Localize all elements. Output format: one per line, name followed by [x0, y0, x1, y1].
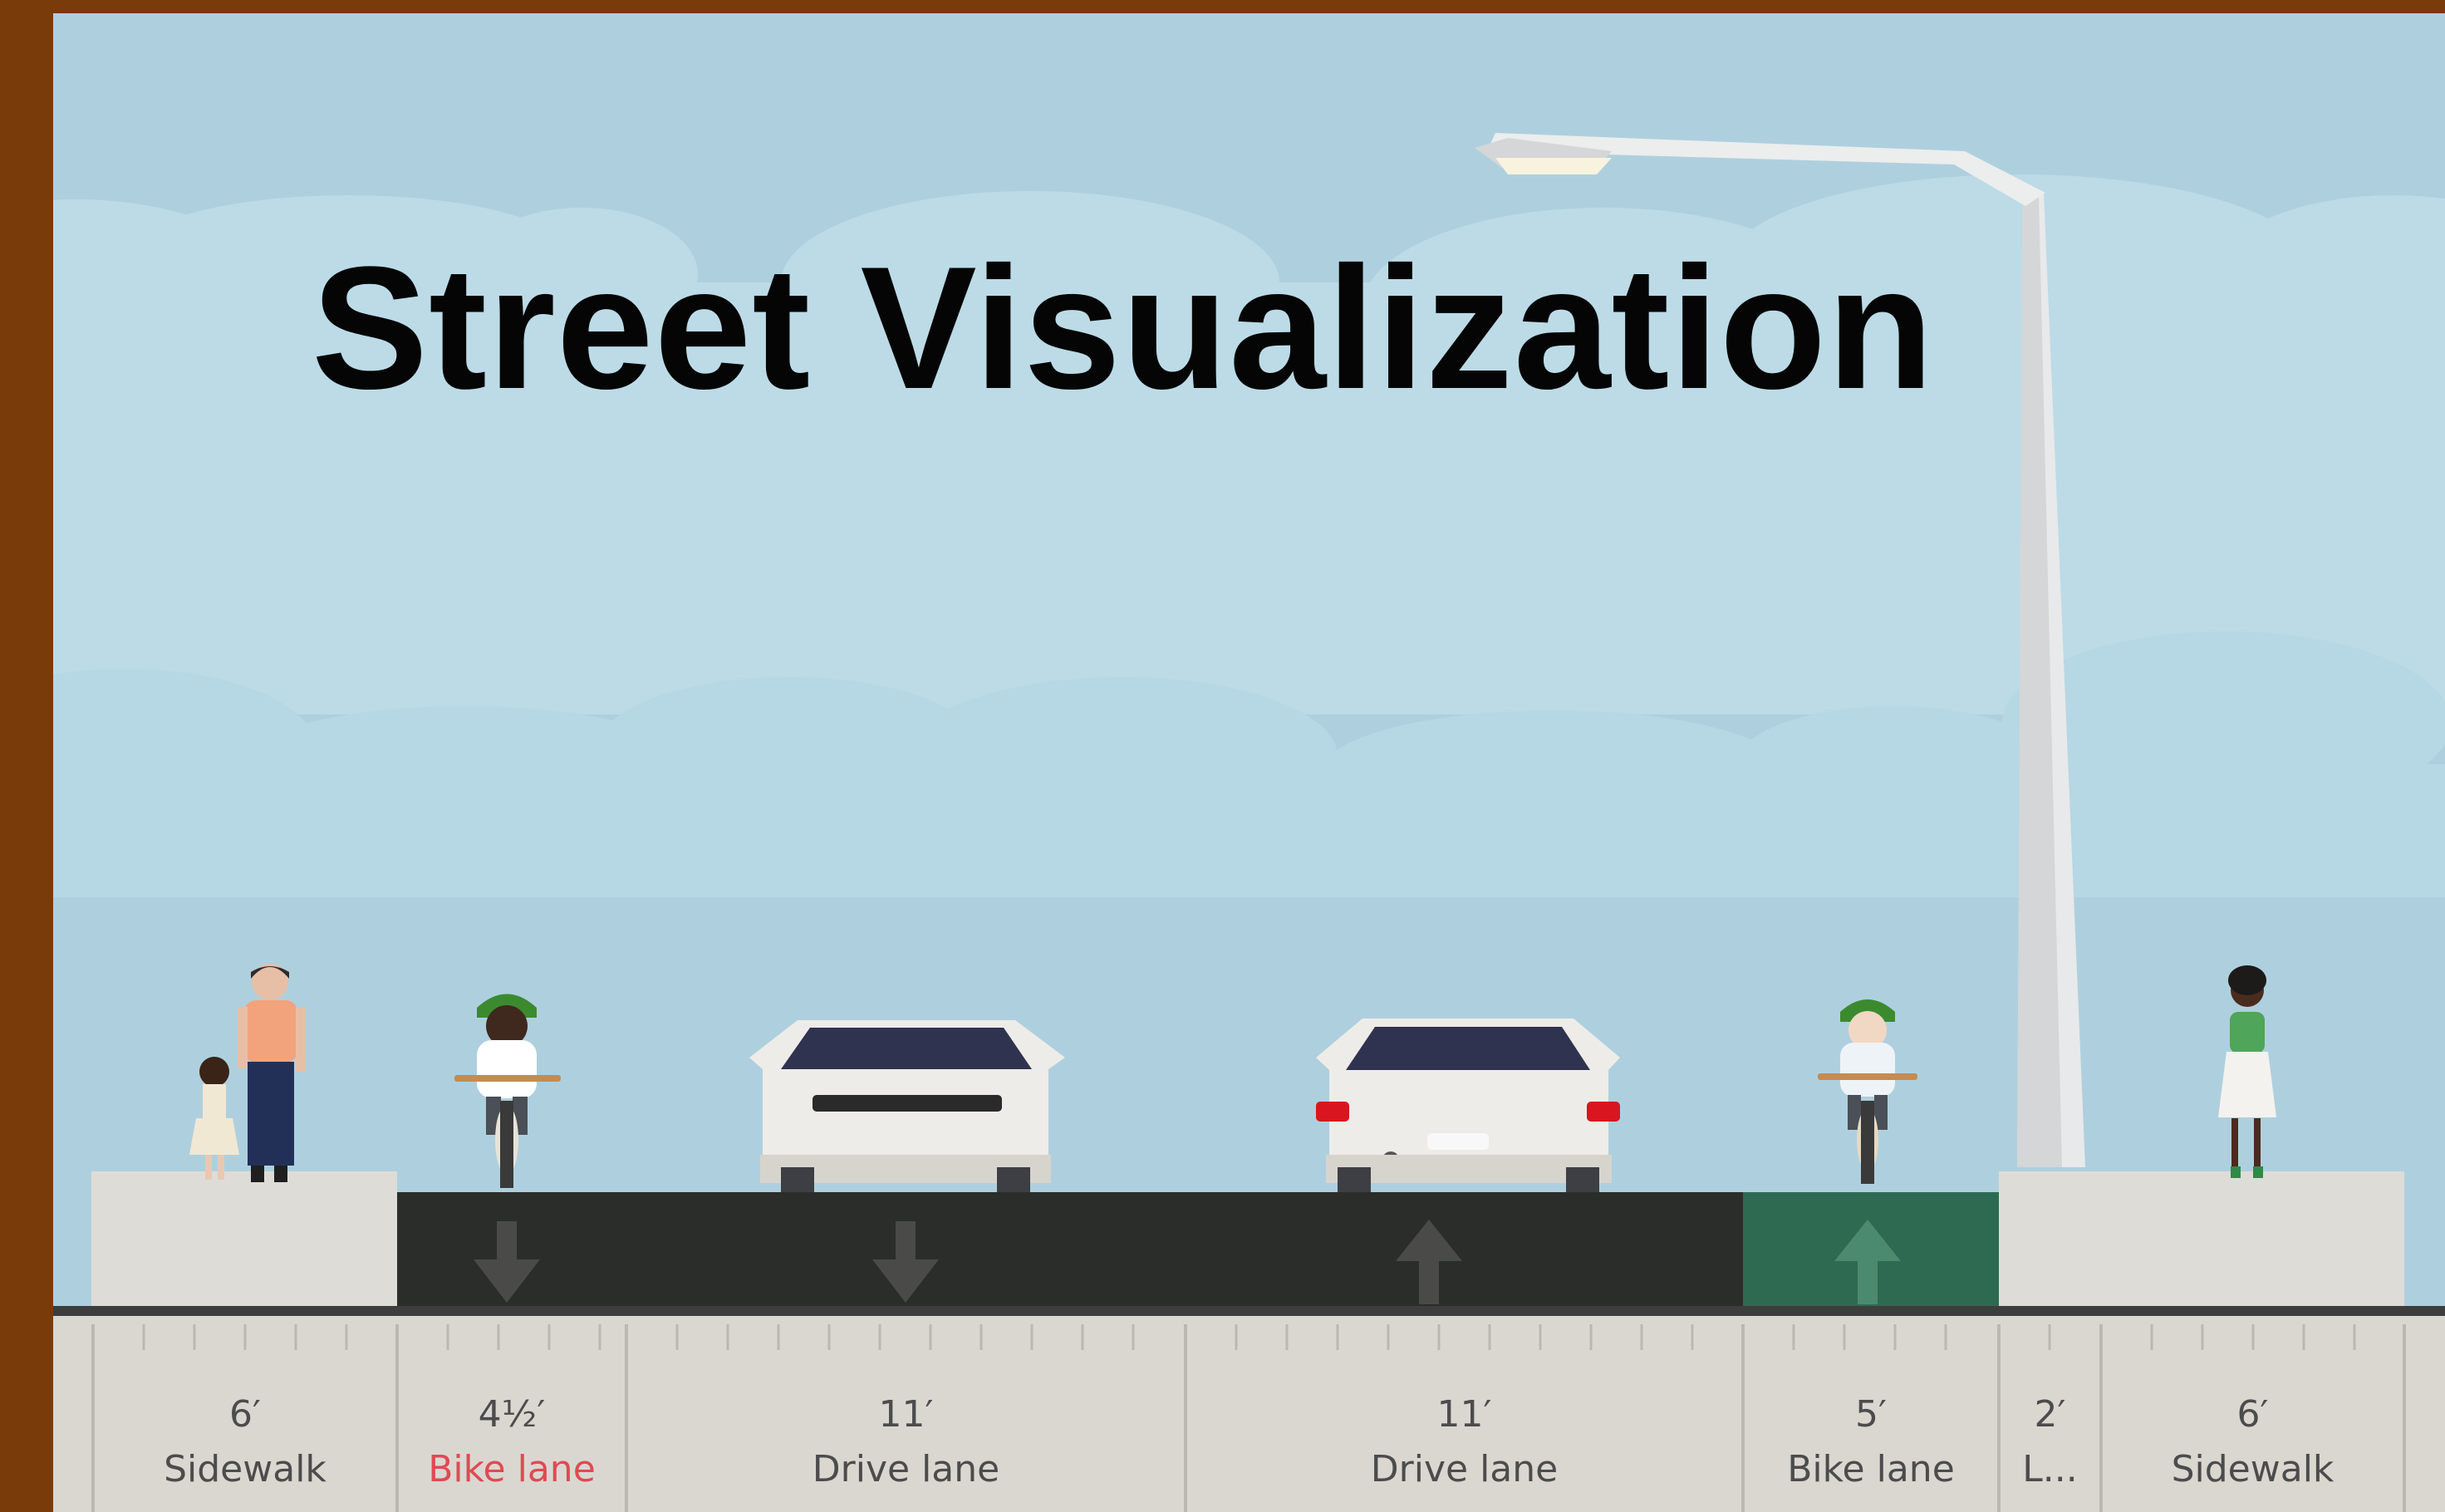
segment-name-label: Bike lane: [1787, 1448, 1955, 1490]
segment-lamp-strip[interactable]: 2′ L...: [1999, 1356, 2101, 1512]
segment-width-label: 11′: [1436, 1393, 1492, 1436]
arrow-up-icon: [1834, 1220, 1901, 1304]
segment-bike-lane-right[interactable]: 5′ Bike lane: [1743, 1356, 1999, 1512]
cyclist-icon: [454, 994, 561, 1188]
pedestrian-adult-icon: [2218, 965, 2276, 1178]
segment-name-label: Drive lane: [812, 1448, 1000, 1490]
cyclist-icon: [1818, 999, 1917, 1184]
segment-width-label: 2′: [2034, 1393, 2066, 1436]
segment-drive-lane-left[interactable]: 11′ Drive lane: [626, 1356, 1186, 1512]
segment-name-label: Drive lane: [1370, 1448, 1559, 1490]
segment-name-label: Sidewalk: [164, 1448, 326, 1490]
segment-width-label: 11′: [878, 1393, 934, 1436]
road-surface: [397, 1192, 1743, 1321]
segment-sidewalk-right[interactable]: 6′ Sidewalk: [2101, 1356, 2404, 1512]
ruler-bottom-frame: [2404, 1313, 2445, 1512]
segment-sidewalk-left[interactable]: 6′ Sidewalk: [93, 1356, 397, 1512]
segment-width-label: 5′: [1855, 1393, 1887, 1436]
segment-width-label: 4½′: [478, 1393, 546, 1436]
segment-dividers: [91, 1324, 2406, 1512]
street-lamp-icon: [1475, 133, 2085, 1167]
segment-drive-lane-right[interactable]: 11′ Drive lane: [1186, 1356, 1743, 1512]
pedestrian-child-icon: [189, 1057, 239, 1180]
ruler-ticks: [142, 1324, 2356, 1350]
car-front-icon: [1316, 1019, 1620, 1192]
segment-name-warning-label: Bike lane: [428, 1448, 596, 1490]
left-frame: [0, 0, 53, 1512]
segment-width-label: 6′: [229, 1393, 261, 1436]
page-title: Street Visualization: [312, 230, 1935, 425]
arrow-up-icon: [1396, 1220, 1462, 1304]
segment-width-label: 6′: [2236, 1393, 2269, 1436]
pedestrian-adult-icon: [238, 964, 306, 1182]
ruler-strip: [53, 1308, 2445, 1512]
segment-bike-lane-left[interactable]: 4½′ Bike lane: [397, 1356, 626, 1512]
segment-name-label: Sidewalk: [2171, 1448, 2335, 1490]
car-rear-icon: [749, 1020, 1065, 1192]
arrow-down-icon: [872, 1221, 939, 1303]
arrow-down-icon: [474, 1221, 540, 1303]
segment-name-label: L...: [2022, 1448, 2078, 1490]
top-frame: [0, 0, 2445, 13]
